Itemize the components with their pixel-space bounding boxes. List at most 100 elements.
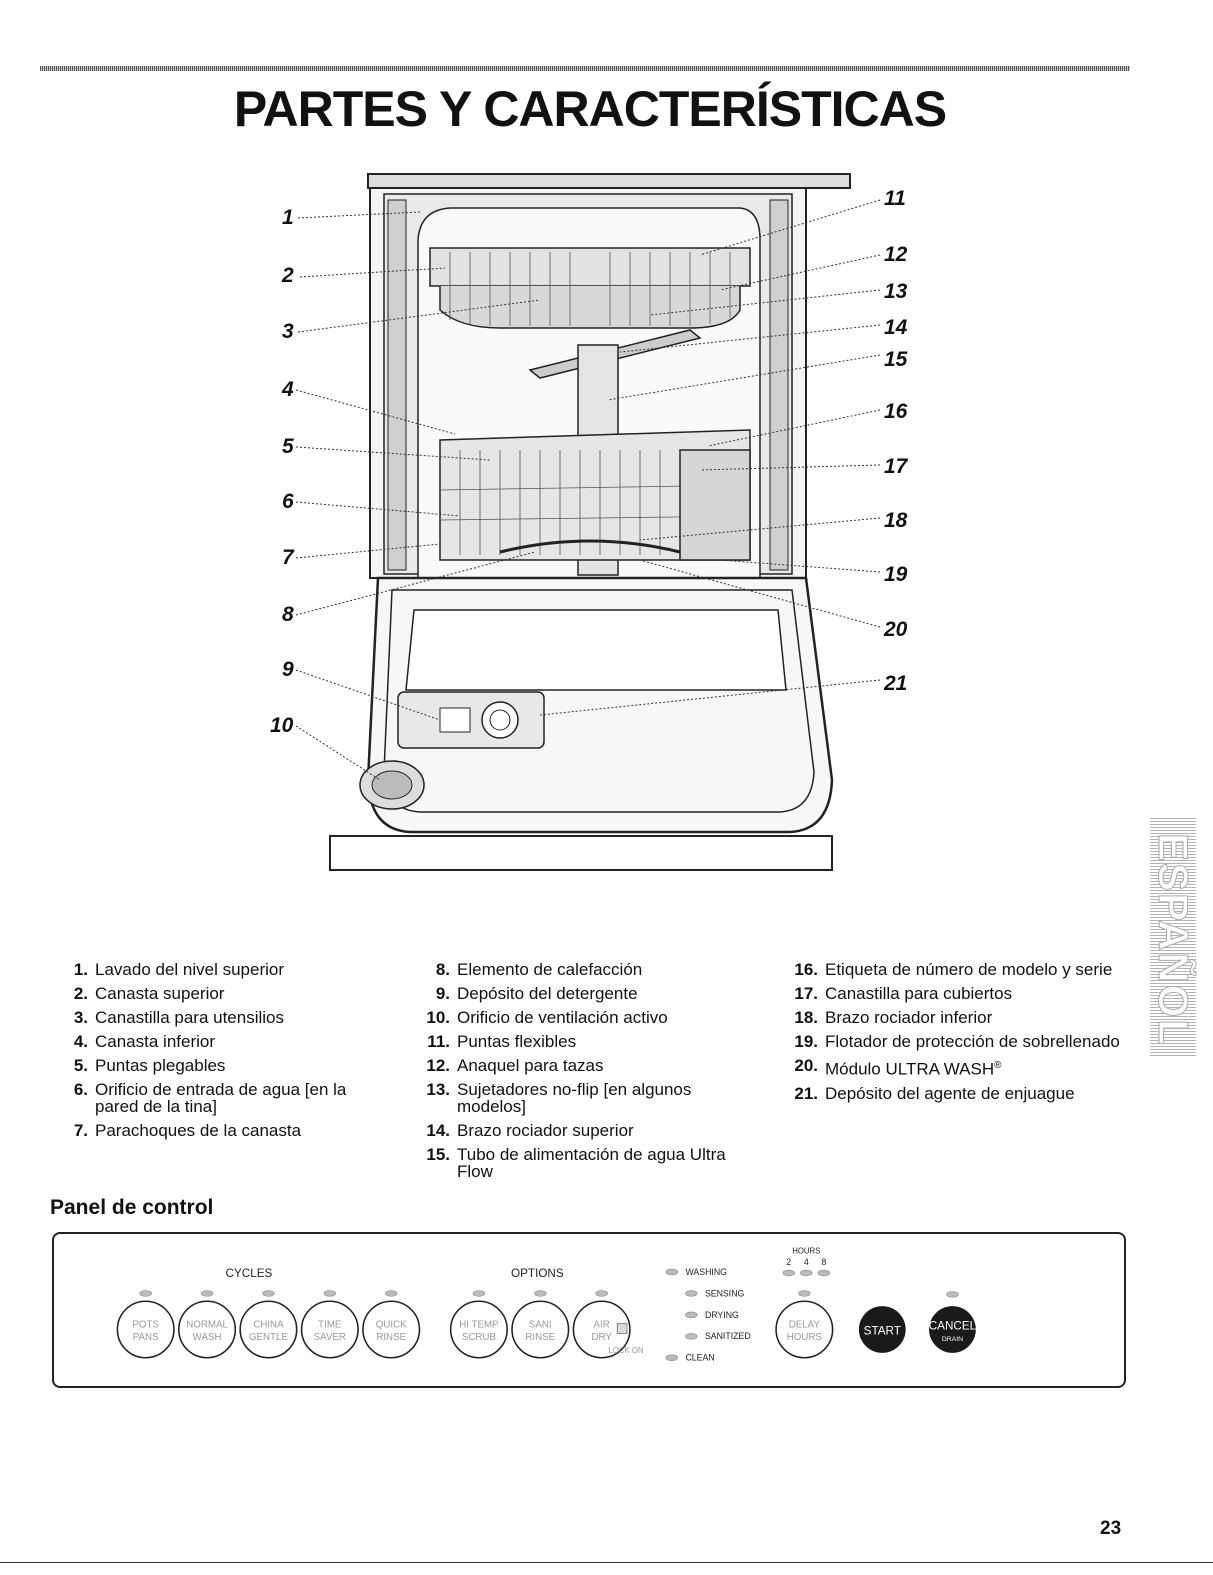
callout-20: 20 <box>883 618 908 641</box>
button-label-line1: SANI <box>529 1320 552 1331</box>
item-number: 16. <box>794 960 818 979</box>
item-text: Puntas flexibles <box>457 1032 577 1051</box>
button-label-line1: POTS <box>132 1320 159 1331</box>
callout-17: 17 <box>884 455 909 478</box>
item-text: Etiqueta de número de modelo y serie <box>825 960 1113 979</box>
parts-list-item: 14.Brazo rociador superior <box>412 1119 752 1143</box>
item-number: 14. <box>426 1121 450 1140</box>
item-number: 11. <box>427 1032 450 1051</box>
parts-list-column-1: 1. Lavado del nivel superior 2.Canasta sup… <box>50 958 390 1143</box>
item-label: Brazo rociador inferior <box>825 1006 1120 1030</box>
callout-19: 19 <box>884 563 908 586</box>
button-label-line2: RINSE <box>376 1332 406 1343</box>
parts-list-item: 20.Módulo ULTRA WASH® <box>780 1054 1120 1082</box>
start-button[interactable]: START <box>858 1306 906 1353</box>
callout-8: 8 <box>282 603 294 626</box>
item-text: Anaquel para tazas <box>457 1056 604 1075</box>
button-label-line2: PANS <box>133 1332 159 1343</box>
start-button-shape <box>858 1306 906 1353</box>
status-label-washing: WASHING <box>685 1267 727 1277</box>
hours-value-8: 8 <box>821 1257 826 1267</box>
item-label: Lavado del nivel superior <box>95 958 390 982</box>
button-ring <box>775 1300 834 1359</box>
callout-5: 5 <box>282 435 294 458</box>
item-text: Canastilla para utensilios <box>95 1008 284 1027</box>
button-label-line1: CHINA <box>253 1320 284 1331</box>
button-label-line1: DELAY <box>789 1320 821 1331</box>
callout-18: 18 <box>884 509 908 532</box>
page-title: PARTES Y CARACTERÍSTICAS <box>233 81 947 137</box>
item-text: Depósito del agente de enjuague <box>825 1083 1075 1103</box>
parts-list-item: 9.Depósito del detergente <box>412 982 752 1006</box>
status-light-icon <box>665 1354 678 1361</box>
drain-label: DRAIN <box>942 1336 963 1343</box>
status-label-sensing: SENSING <box>705 1288 745 1298</box>
button-label-line2: SCRUB <box>462 1332 496 1343</box>
control-panel-heading: Panel de control <box>50 1196 214 1219</box>
parts-list-item: 10.Orificio de ventilación activo <box>412 1006 752 1030</box>
indicator-light-icon <box>798 1290 811 1297</box>
item-label: Módulo ULTRA WASH® <box>825 1054 1120 1082</box>
indicator-light-icon <box>595 1290 608 1297</box>
lock-on-label: LOCK ON <box>609 1346 644 1355</box>
button-label-line2: HOURS <box>787 1332 823 1343</box>
callout-1: 1 <box>282 206 294 229</box>
button-ring <box>511 1300 570 1359</box>
status-label-sanitized: SANITIZED <box>705 1331 751 1341</box>
item-label: Puntas flexibles <box>457 1030 752 1054</box>
item-number: 3. <box>73 1008 88 1027</box>
callout-10: 10 <box>270 714 294 737</box>
item-number: 8. <box>435 960 450 979</box>
parts-list-item: 12. Anaquel para tazas <box>412 1054 752 1078</box>
callout-15: 15 <box>884 348 908 371</box>
button-label-line1: TIME <box>318 1320 342 1331</box>
button-ring <box>239 1300 298 1359</box>
parts-list-item: 21. Depósito del agente de enjuague <box>780 1082 1120 1106</box>
callout-numbers-right: 11 12 13 14 15 16 17 18 19 20 21 <box>883 187 909 695</box>
item-number: 15. <box>426 1145 450 1164</box>
callout-7: 7 <box>282 546 295 569</box>
indicator-light-icon <box>139 1290 152 1297</box>
start-label: START <box>864 1324 901 1337</box>
item-text: Orificio de ventilación activo <box>457 1008 668 1027</box>
page-number: 23 <box>1100 1518 1122 1539</box>
button-label-line2: GENTLE <box>249 1332 288 1343</box>
hours-label: HOURS <box>792 1246 820 1255</box>
item-label: Canasta superior <box>95 982 390 1006</box>
item-label: Tubo de alimentación de agua Ultra Flow <box>457 1143 752 1184</box>
item-number: 19. <box>794 1032 818 1051</box>
parts-list-item: 11. Puntas flexibles <box>412 1030 752 1054</box>
button-ring <box>449 1300 508 1359</box>
item-number: 1. <box>73 960 88 979</box>
button-label-line2: SAVER <box>314 1332 346 1343</box>
item-number: 21. <box>794 1083 818 1103</box>
callout-12: 12 <box>884 243 908 266</box>
parts-list-item: 1. Lavado del nivel superior <box>50 958 390 982</box>
language-side-tab: ESPAÑOL <box>1150 816 1198 1056</box>
parts-list-item: 2.Canasta superior <box>50 982 390 1006</box>
status-light-icon <box>685 1333 698 1340</box>
options-label: OPTIONS <box>511 1267 564 1280</box>
callout-21: 21 <box>883 672 907 695</box>
parts-list-column-3: 16. Etiqueta de número de modelo y serie 1… <box>780 958 1120 1106</box>
item-number: 7. <box>73 1121 88 1140</box>
parts-list-item: 15. Tubo de alimentación de agua Ultra Fl… <box>412 1143 752 1184</box>
item-number: 12. <box>426 1056 450 1075</box>
item-label: Canasta inferior <box>95 1030 390 1054</box>
item-label: Orificio de entrada de agua [en la pared… <box>95 1078 390 1119</box>
parts-list-item: 19.Flotador de protección de sobrellenad… <box>780 1030 1120 1054</box>
indicator-light-icon <box>472 1290 486 1297</box>
item-text: Lavado del nivel superior <box>95 960 285 979</box>
indicator-light-icon <box>946 1291 959 1298</box>
